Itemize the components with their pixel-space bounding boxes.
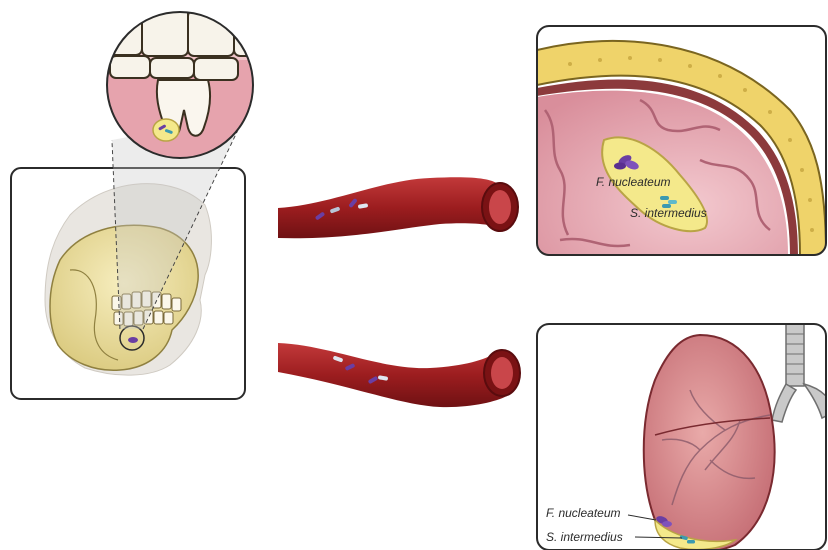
blood-vessel-upper: [278, 177, 518, 238]
lung-label-streptococcus: S. intermedius: [546, 530, 623, 544]
brain-label-streptococcus: S. intermedius: [630, 206, 707, 220]
brain-abscess-panel: F. nucleateum S. intermedius: [537, 26, 826, 255]
blood-vessel-lower: [278, 343, 520, 407]
brain-label-fusobacterium: F. nucleateum: [596, 175, 671, 189]
lung-abscess-panel: F. nucleateum S. intermedius: [537, 324, 826, 550]
head-panel: [11, 115, 245, 399]
lung-label-fusobacterium: F. nucleateum: [546, 506, 621, 520]
